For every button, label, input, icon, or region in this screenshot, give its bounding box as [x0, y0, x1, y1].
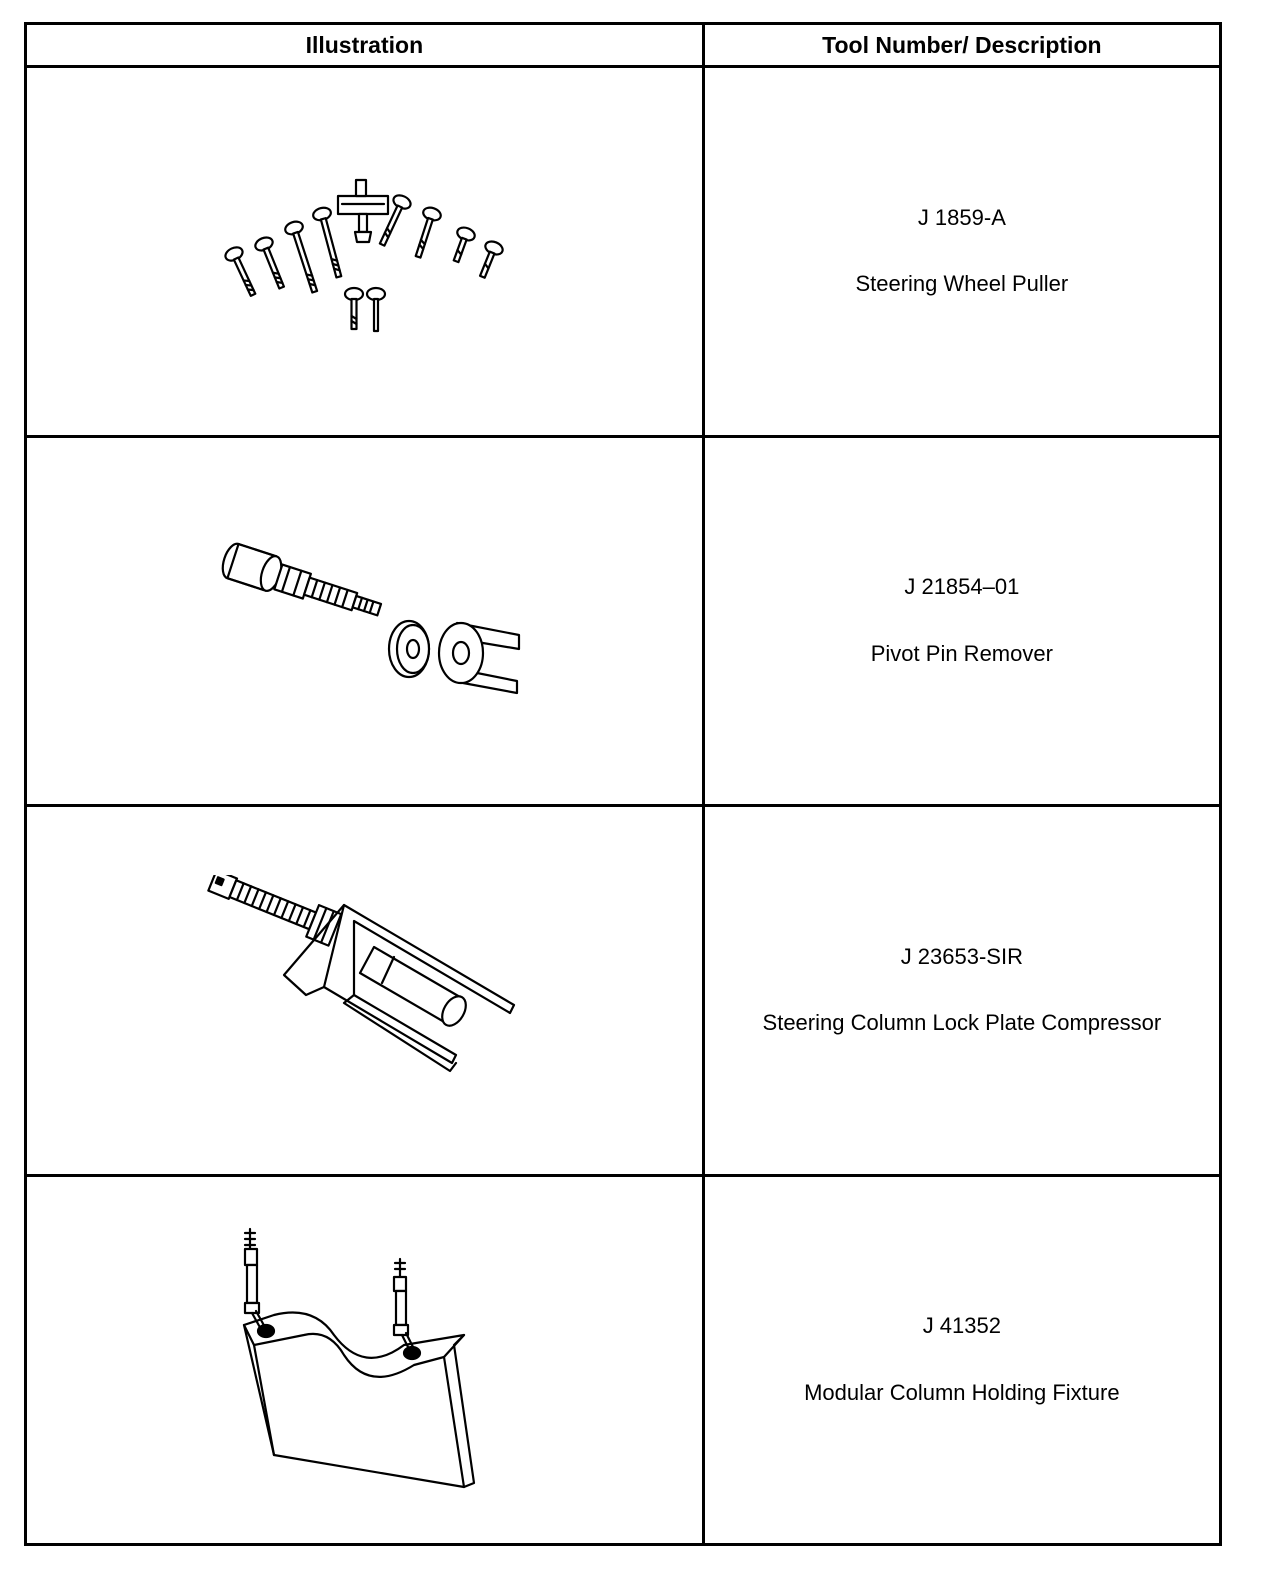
- tool-description: Pivot Pin Remover: [870, 640, 1053, 666]
- forcing-screw: [222, 542, 383, 617]
- tool-cell: J 21854–01 Pivot Pin Remover: [701, 434, 1223, 807]
- tool-cell: J 1859-A Steering Wheel Puller: [701, 65, 1223, 438]
- tool-number: J 41352: [922, 1313, 1001, 1339]
- tool-cell: J 23653-SIR Steering Column Lock Plate C…: [701, 804, 1223, 1177]
- washer: [388, 619, 431, 678]
- table-row: J 1859-A Steering Wheel Puller: [24, 65, 1223, 438]
- header-row: Illustration Tool Number/ Description: [24, 22, 1223, 68]
- compressor-screw: [207, 875, 343, 947]
- holding-fixture-illustration: [243, 1227, 476, 1488]
- tool-cell: J 41352 Modular Column Holding Fixture: [701, 1173, 1223, 1546]
- illustration-cell: [24, 804, 705, 1177]
- compressor-frame: [283, 904, 516, 1073]
- table-row: J 41352 Modular Column Holding Fixture: [24, 1173, 1223, 1546]
- tool-table: Illustration Tool Number/ Description: [24, 22, 1223, 1546]
- lock-plate-compressor-illustration: [207, 875, 516, 1073]
- fixture-stud-left: [244, 1227, 276, 1338]
- pivot-pin-remover-illustration: [222, 542, 521, 694]
- table-row: J 23653-SIR Steering Column Lock Plate C…: [24, 804, 1223, 1177]
- tool-number: J 1859-A: [917, 204, 1006, 230]
- fixture-plate: [243, 1311, 476, 1488]
- receiver-cup: [438, 621, 521, 694]
- tool-description: Steering Column Lock Plate Compressor: [762, 1010, 1162, 1036]
- illustration-cell: [24, 1173, 705, 1546]
- table-row: J 21854–01 Pivot Pin Remover: [24, 434, 1223, 807]
- tool-number: J 21854–01: [904, 574, 1020, 600]
- puller-body: [337, 179, 390, 244]
- illustration-cell: [24, 434, 705, 807]
- illustration-cell: [24, 65, 705, 438]
- steering-wheel-puller-illustration: [224, 179, 505, 333]
- tool-description: Steering Wheel Puller: [855, 271, 1069, 297]
- bolt-set: [224, 194, 505, 333]
- tool-number: J 23653-SIR: [900, 943, 1023, 969]
- compressor-sleeve: [359, 946, 468, 1028]
- header-illustration: Illustration: [24, 22, 705, 68]
- tool-description: Modular Column Holding Fixture: [804, 1379, 1120, 1405]
- fixture-stud-right: [393, 1257, 422, 1360]
- header-tool-number-description: Tool Number/ Description: [701, 22, 1223, 68]
